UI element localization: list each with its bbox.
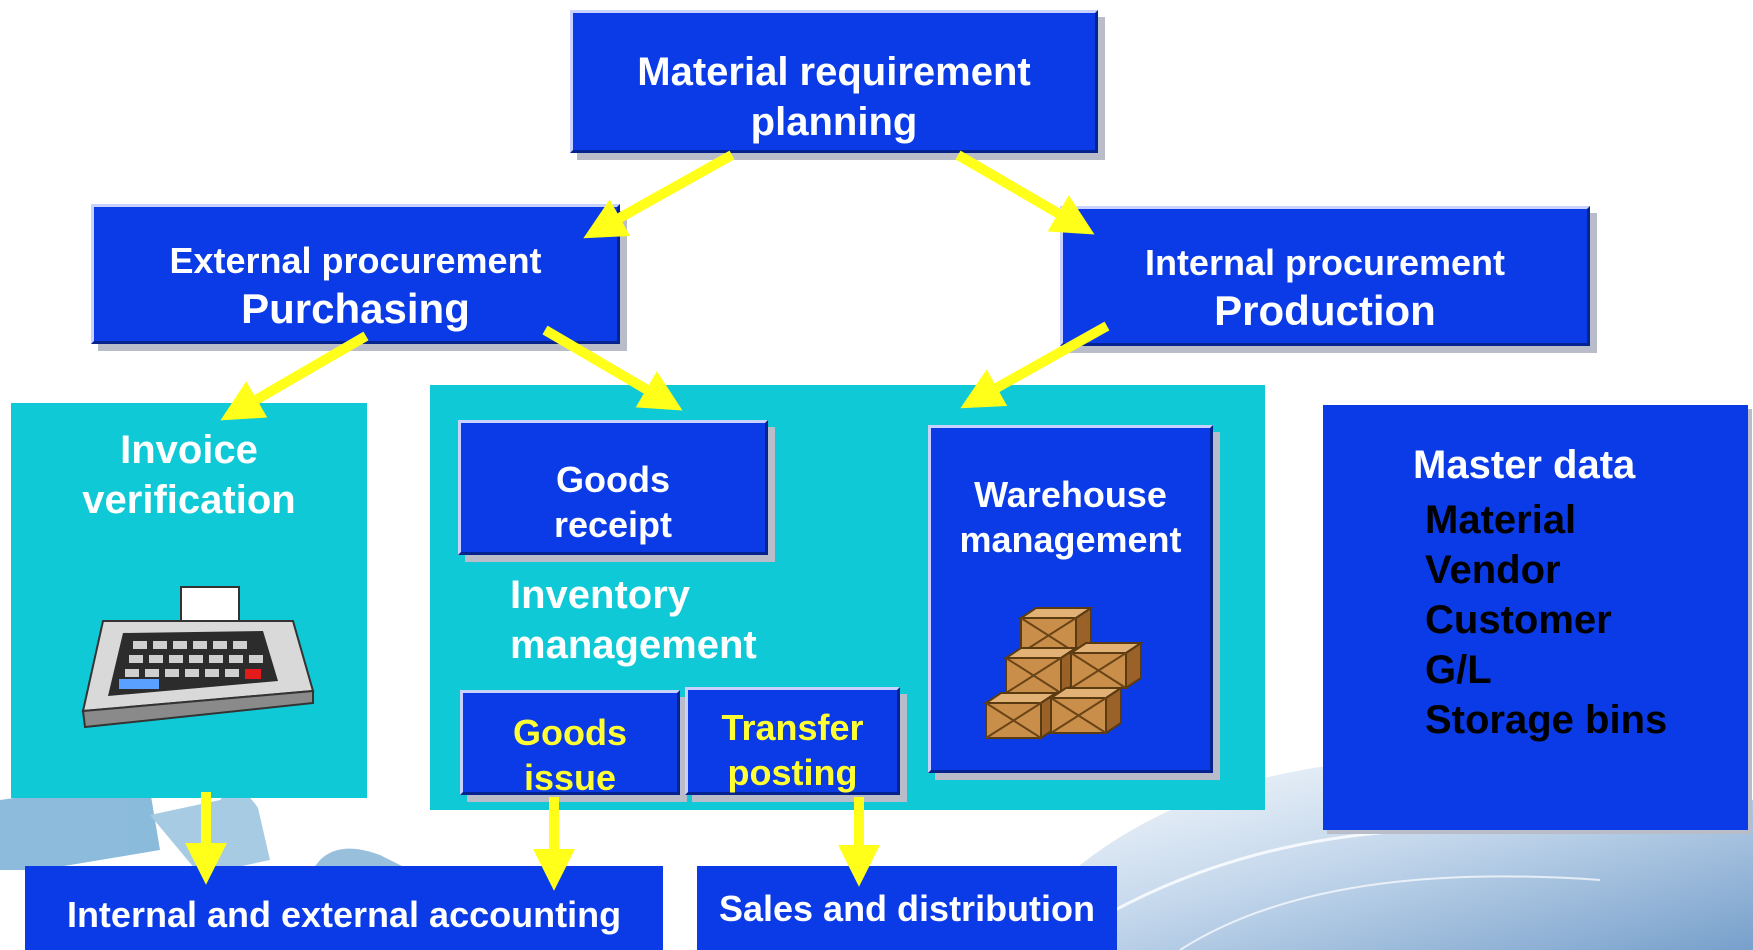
inventory-label-line1: Inventory — [510, 573, 691, 617]
internal-procurement-box: Internal procurement Production — [1060, 206, 1590, 346]
mrp-title-line2: planning — [750, 100, 918, 144]
boxes-icon — [982, 606, 1145, 740]
master-data-box: Master data Material Vendor Customer G/L… — [1323, 405, 1748, 830]
goods-issue-box: Goods issue — [460, 690, 680, 798]
master-data-title: Master data — [1413, 443, 1636, 487]
mrp-box: Material requirement planning — [570, 10, 1098, 153]
warehouse-line2: management — [959, 519, 1182, 560]
goods-receipt-line1: Goods — [556, 459, 670, 500]
master-data-item: Material — [1425, 498, 1577, 542]
goods-receipt-box: Goods receipt — [458, 420, 768, 555]
transfer-posting-box: Transfer posting — [685, 687, 900, 795]
sales-distribution-box: Sales and distribution — [697, 866, 1117, 950]
master-data-list: Material Vendor Customer G/L Storage bin… — [1425, 495, 1667, 745]
goods-receipt-line2: receipt — [553, 504, 673, 545]
invoice-verification-panel: Invoice verification — [11, 403, 367, 798]
external-procurement-label: External procurement — [169, 240, 542, 281]
master-data-item: G/L — [1425, 648, 1492, 692]
transfer-posting-line2: posting — [727, 752, 858, 793]
accounting-label: Internal and external accounting — [66, 894, 622, 935]
warehouse-management-box: Warehouse management — [928, 425, 1213, 773]
internal-procurement-label: Internal procurement — [1144, 242, 1506, 283]
invoice-label: Invoice — [120, 428, 258, 472]
transfer-posting-line1: Transfer — [721, 707, 864, 748]
goods-issue-line2: issue — [523, 757, 617, 798]
master-data-item: Vendor — [1425, 548, 1561, 592]
warehouse-line1: Warehouse — [974, 474, 1167, 515]
production-label: Production — [1214, 287, 1436, 334]
mrp-title-line1: Material requirement — [637, 50, 1031, 94]
master-data-item: Storage bins — [1425, 698, 1668, 742]
calculator-icon — [81, 586, 315, 729]
inventory-label-line2: management — [510, 623, 757, 667]
accounting-box: Internal and external accounting — [25, 866, 663, 950]
verification-label: verification — [82, 478, 296, 522]
inventory-label: Inventory management — [510, 570, 757, 670]
master-data-item: Customer — [1425, 598, 1612, 642]
external-procurement-box: External procurement Purchasing — [91, 204, 620, 344]
sales-label: Sales and distribution — [718, 888, 1096, 929]
goods-issue-line1: Goods — [513, 712, 627, 753]
purchasing-label: Purchasing — [241, 285, 470, 332]
